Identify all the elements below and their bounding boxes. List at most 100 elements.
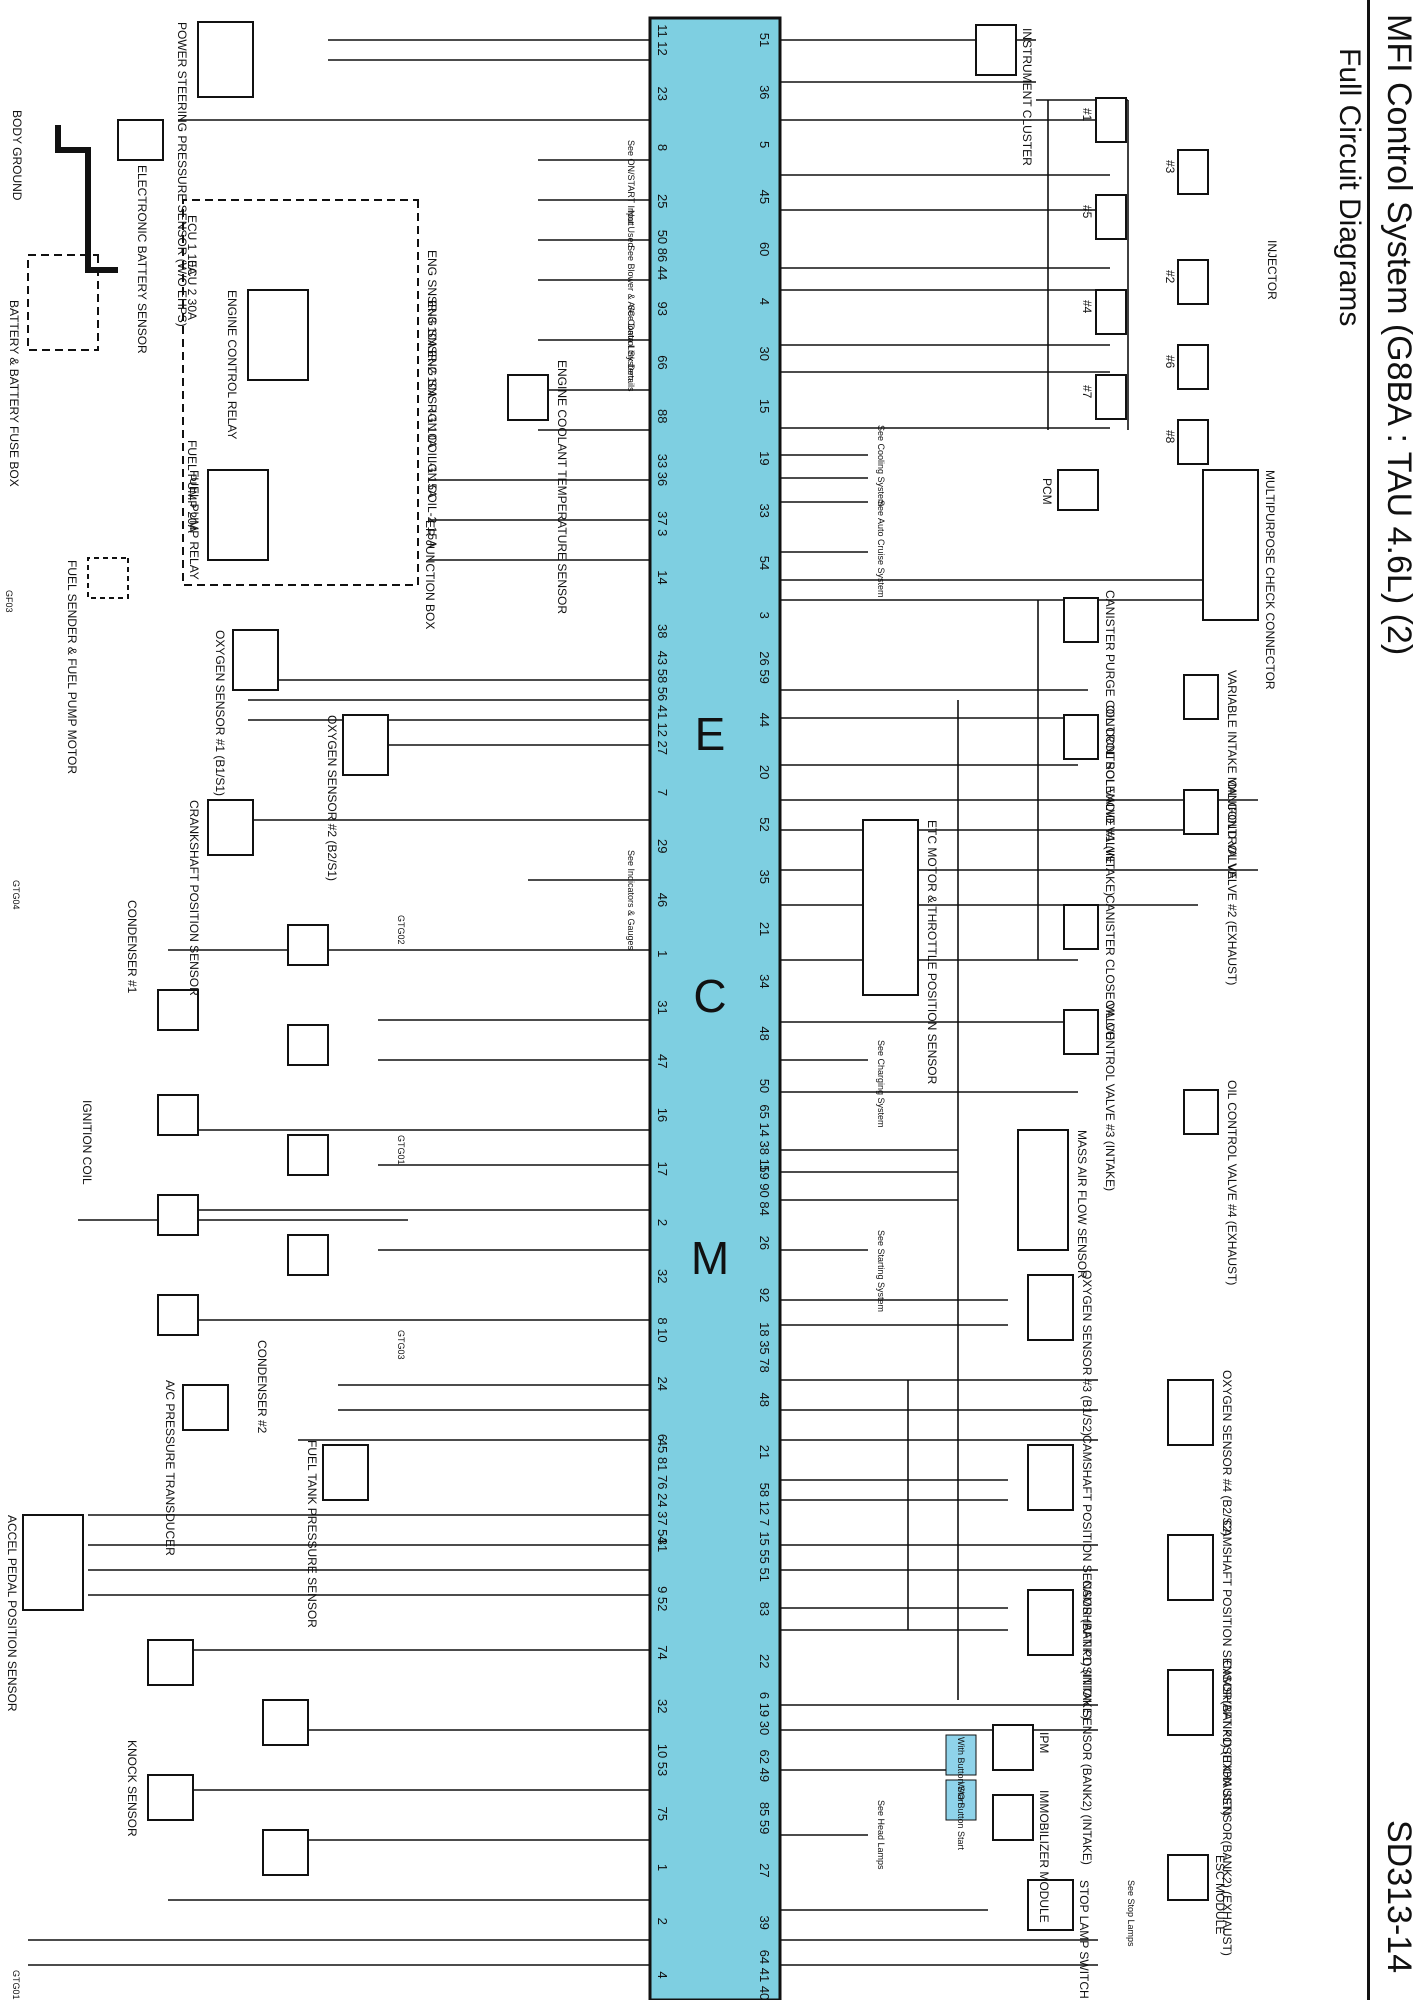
ecm-pin-top-32: 6 19 30: [757, 1692, 772, 1735]
ground-gtg01-b: GTG01: [11, 1970, 21, 2000]
ecm-pin-bottom-2: 8: [655, 144, 670, 151]
injector-5: [1095, 194, 1127, 240]
ecm-letter-c: C: [693, 970, 726, 1022]
cmp-bank2-intake: [1027, 1589, 1074, 1656]
ac-pressure-transducer: [182, 1384, 229, 1431]
label-cmp-b1-ex: CAMSHAFT POSITION SENSOR(BANK1) (EXHAUST…: [1220, 1520, 1234, 1816]
lower-wires: [28, 39, 650, 1966]
ecm-pin-top-35: 27: [757, 1863, 772, 1877]
fuel-pump-relay: [207, 469, 269, 561]
esc-module-box: [1167, 1854, 1209, 1901]
label-inj-2: #2: [1163, 270, 1177, 284]
label-accel-pedal: ACCEL PEDAL POSITION SENSOR: [5, 1515, 19, 1712]
injector-6: [1177, 344, 1209, 390]
coolant-temp-sensor: [507, 374, 549, 421]
ecm-pin-bottom-36: 4: [655, 1971, 670, 1978]
label-ect: ENGINE COOLANT TEMPERATURE SENSOR: [555, 360, 569, 614]
ecm-letter-e: E: [695, 708, 726, 760]
ecm-pin-top-20: 50: [757, 1079, 772, 1093]
power-steering-sensor: [197, 21, 254, 98]
ignition-coil-1: [287, 924, 329, 966]
ecm-pin-bottom-32: 10 53: [655, 1744, 670, 1777]
ecm-pin-top-11: 3: [757, 612, 772, 619]
oxygen-sensor-2: [342, 714, 389, 776]
label-battery-sensor: ELECTRONIC BATTERY SENSOR: [135, 165, 149, 354]
label-inj-4: #4: [1080, 300, 1094, 314]
ecm-pin-bottom-4: 50 86 44: [655, 230, 670, 281]
label-ps-sensor: POWER STEERING PRESSURE SENSOR (W/O EHPS…: [175, 22, 189, 327]
note-blower: See Blower & A/C Control System: [626, 245, 636, 381]
crankshaft-sensor: [207, 799, 254, 856]
knock-sensor-1: [147, 1639, 194, 1686]
ecm-pin-top-33: 62 49: [757, 1750, 772, 1783]
ecm-pin-top-23: 26: [757, 1236, 772, 1250]
label-inj-1: #1: [1080, 108, 1094, 122]
label-stop-lamp: STOP LAMP SWITCH: [1077, 1880, 1091, 1999]
ground-gtg02: GTG02: [396, 915, 406, 945]
cmp-bank1-exhaust: [1167, 1534, 1214, 1601]
injector-4: [1095, 289, 1127, 335]
ecm-block: [648, 16, 782, 2000]
knock-sensor-3: [147, 1774, 194, 1821]
label-igncoil1: IGN COIL-1 15A: [425, 410, 439, 498]
ecm-pin-bottom-20: 16: [655, 1108, 670, 1122]
ecm-pin-top-27: 21: [757, 1445, 772, 1459]
ecm-pin-top-4: 60: [757, 242, 772, 256]
label-condenser2: CONDENSER #2: [255, 1340, 269, 1434]
ground-gtg03: GTG03: [396, 1330, 406, 1360]
label-vim-valve: VARIABLE INTAKE MANIFOLD VALVE: [1225, 670, 1239, 879]
ocv4-exhaust: [1183, 1089, 1219, 1135]
canister-purge-valve: [1063, 597, 1099, 643]
label-immobilizer: IMMOBILIZER MODULE: [1037, 1790, 1051, 1923]
label-battery-box: BATTERY & BATTERY FUSE BOX: [7, 300, 21, 487]
upper-wires: [780, 39, 1258, 1966]
er-junction-box: [182, 199, 419, 586]
note-on-start: See ON/START Input: [626, 140, 636, 226]
ecm-pin-bottom-15: 29: [655, 839, 670, 853]
ecm-pin-bottom-11: 38: [655, 624, 670, 638]
label-fuel-tank: FUEL TANK PRESSURE SENSOR: [305, 1440, 319, 1628]
label-ac-transducer: A/C PRESSURE TRANSDUCER: [163, 1380, 177, 1556]
ignition-coil-6: [287, 1234, 329, 1276]
label-fuel-pump-relay: FUEL PUMP RELAY: [187, 470, 201, 580]
ecm-pin-top-0: 51: [757, 33, 772, 47]
ecm-pin-top-36: 39: [757, 1915, 772, 1929]
note-indicators: See Indicators & Gauges: [626, 850, 636, 951]
ecm-pin-bottom-13: 12 27: [655, 722, 670, 755]
canister-close-valve: [1063, 904, 1099, 950]
cmp-bank1-intake: [1027, 1444, 1074, 1511]
label-fuel-pump-fuse: FUEL PUMP 20A: [185, 440, 199, 533]
label-inj-5: #5: [1080, 205, 1094, 219]
ecm-pin-top-22: 59 90 84: [757, 1165, 772, 1216]
ecm-pin-bottom-12: 43 58 56 41: [655, 651, 670, 720]
label-inj-3: #3: [1163, 160, 1177, 174]
label-injector: INJECTOR: [1265, 240, 1279, 300]
note-cruise: See Auto Cruise System: [876, 500, 886, 598]
ecm-pin-bottom-16: 46: [655, 893, 670, 907]
label-ecu2: ECU 2 30A: [185, 260, 199, 320]
ecm-pin-top-34: 85 59: [757, 1802, 772, 1835]
injector-2: [1177, 259, 1209, 305]
label-etc: ETC MOTOR & THROTTLE POSITION SENSOR: [925, 820, 939, 1085]
ecm-pin-top-29: 15 55 51: [757, 1531, 772, 1582]
ecm-pin-bottom-35: 2: [655, 1918, 670, 1925]
note-data-link: See Data Link Details: [626, 305, 636, 392]
knock-sensor-2: [262, 1699, 309, 1746]
oxygen-sensor-1: [232, 629, 279, 691]
ecm-pin-top-7: 15: [757, 399, 772, 413]
note-wo-button: W/O Button Start: [956, 1782, 966, 1851]
injectors: [1095, 97, 1209, 465]
ecm-pin-bottom-21: 17: [655, 1162, 670, 1176]
label-er-junction: ER JUNCTION BOX: [423, 520, 437, 629]
ecm-pin-top-26: 48: [757, 1392, 772, 1406]
ignition-coil-8: [157, 1294, 199, 1336]
battery-cable: [55, 125, 118, 273]
battery-sensor: [117, 119, 164, 161]
stop-lamp-switch-box: [1027, 1879, 1074, 1931]
label-pcm: PCM: [1040, 478, 1054, 505]
ecm-pin-top-13: 44: [757, 713, 772, 727]
ocv1-intake: [1063, 714, 1099, 760]
note-not-used: Not Used: [626, 210, 636, 248]
label-maf: MASS AIR FLOW SENSOR: [1075, 1130, 1089, 1279]
